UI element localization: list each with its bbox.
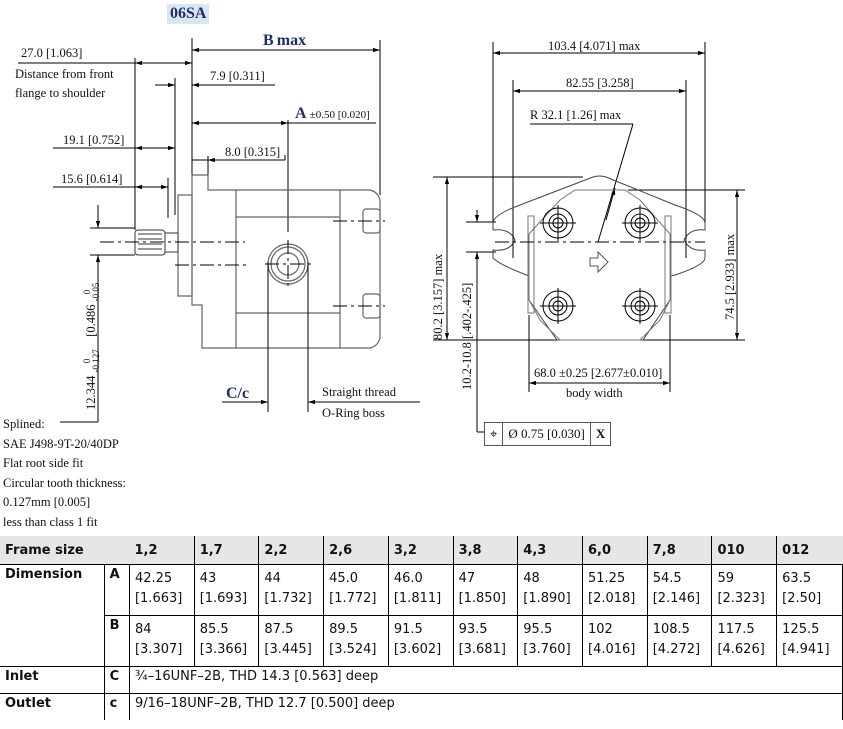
table-cell: 51.25[2.018] [582,564,648,616]
port-note-1: Straight thread [322,385,396,399]
table-cell: 44[1.732] [258,564,325,616]
dim-a: A ±0.50 [0.020] [295,105,370,122]
frame-size: 012 [776,536,843,565]
frame-size: 2,6 [323,536,389,565]
dim-height-max: 80.2 [3.157] max [431,253,445,340]
table-cell: 84[3.307] [128,615,195,667]
dimension-table: Frame size 1,2 1,7 2,2 2,6 3,2 3,8 4,3 6… [0,536,843,720]
frame-size-row: Frame size 1,2 1,7 2,2 2,6 3,2 3,8 4,3 6… [0,536,843,565]
table-cell: 59[2.323] [711,564,778,616]
table-cell: 125.5[4.941] [776,615,843,667]
table-cell: 102[4.016] [582,615,648,667]
outlet-value: 9/16–18UNF–2B, THD 12.7 [0.500] deep [128,693,843,720]
table-cell: 85.5[3.366] [193,615,260,667]
technical-drawing: 06SA B max 27.0 [1.063] Distance from fr… [3,4,745,532]
frame-size: 2,2 [258,536,325,565]
dim-slot: 10.2-10.8 [.402-.425] [460,282,474,390]
table-cell: 45.0[1.772] [323,564,389,616]
frame-size: 4,3 [517,536,583,565]
dim-body-height: 74.5 [2.933] max [723,233,737,320]
frame-size: 1,7 [194,536,260,565]
dim-8-0: 8.0 [0.315] [225,145,281,159]
b-max-label: B max [263,32,307,49]
table-cell: 47[1.850] [452,564,519,616]
table-cell: 48[1.890] [517,564,583,616]
table-cell: 95.5[3.760] [517,615,583,667]
fcf-tolerance: Ø 0.75 [0.030] [503,423,591,445]
table-cell: 54.5[2.146] [646,564,713,616]
table-cell: 93.5[3.681] [452,615,519,667]
outlet-label: Outlet [0,693,105,720]
dim-27: 27.0 [1.063] [21,46,83,60]
dim-radius: R 32.1 [1.26] max [530,108,622,122]
spline-note: Flat root side fit [3,456,84,470]
table-cell: 46.0[1.811] [387,564,454,616]
frame-size: 6,0 [582,536,648,565]
frame-size: 1,2 [129,536,195,565]
dim-bolt-spacing: 82.55 [3.258] [566,76,634,90]
frame-size: 7,8 [647,536,713,565]
inlet-label: Inlet [0,666,105,694]
spline-note: Splined: [3,417,45,431]
frame-size-label: Frame size [0,536,130,565]
spline-note: 0.127mm [0.005] [3,495,91,509]
outlet-row: Outlet c 9/16–18UNF–2B, THD 12.7 [0.500]… [0,693,843,720]
dim-27-note-1: Distance from front [15,67,114,81]
row-key: A [103,564,130,616]
dim-body-width: 68.0 ±0.25 [2.677±0.010] [534,366,663,380]
table-cell: 87.5[3.445] [258,615,325,667]
port-note-2: O-Ring boss [322,406,385,420]
shaft-diameter: 12.344 0 -0.127 [0.486 0 -0.05 [82,282,101,410]
table-cell: 117.5[4.626] [711,615,778,667]
inlet-key: C [103,666,130,694]
fcf-datum: X [595,426,606,441]
dim-27-note-2: flange to shoulder [15,86,106,100]
dimension-a-row: Dimension A 42.25[1.663] 43[1.693] 44[1.… [0,564,843,667]
port-label: C/c [226,385,250,402]
drawing-lines [18,38,745,433]
dimension-b-row: B 84[3.307] 85.5[3.366] 87.5[3.445] 89.5… [0,615,843,667]
inlet-row: Inlet C ¾–16UNF–2B, THD 14.3 [0.563] dee… [0,666,843,694]
spline-note: SAE J498-9T-20/40DP [3,436,119,451]
table-cell: 42.25[1.663] [128,564,195,616]
dim-overall-width: 103.4 [4.071] max [548,39,641,53]
inlet-value: ¾–16UNF–2B, THD 14.3 [0.563] deep [128,666,843,694]
table-cell: 108.5[4.272] [646,615,713,667]
table-cell: 43[1.693] [193,564,260,616]
spline-note: less than class 1 fit [3,514,98,529]
spline-notes: Splined: SAE J498-9T-20/40DP Flat root s… [3,415,126,532]
body-width-label: body width [566,386,623,400]
table-cell: 91.5[3.602] [387,615,454,667]
table-cell: 89.5[3.524] [323,615,389,667]
outlet-key: c [103,693,130,720]
feature-control-frame: ⌖ Ø 0.75 [0.030] X [484,422,612,446]
dim-15-6: 15.6 [0.614] [61,172,123,186]
row-key: B [103,615,130,667]
dimension-label: Dimension [0,564,105,667]
frame-size: 3,8 [453,536,519,565]
spline-note: Circular tooth thickness: [3,475,126,490]
model-badge: 06SA [167,4,210,24]
frame-size: 3,2 [388,536,454,565]
table-cell: 63.5[2.50] [776,564,843,616]
frame-size: 010 [711,536,778,565]
position-icon: ⌖ [485,423,504,445]
dim-7-9: 7.9 [0.311] [210,69,265,83]
dim-19-1: 19.1 [0.752] [63,133,125,147]
